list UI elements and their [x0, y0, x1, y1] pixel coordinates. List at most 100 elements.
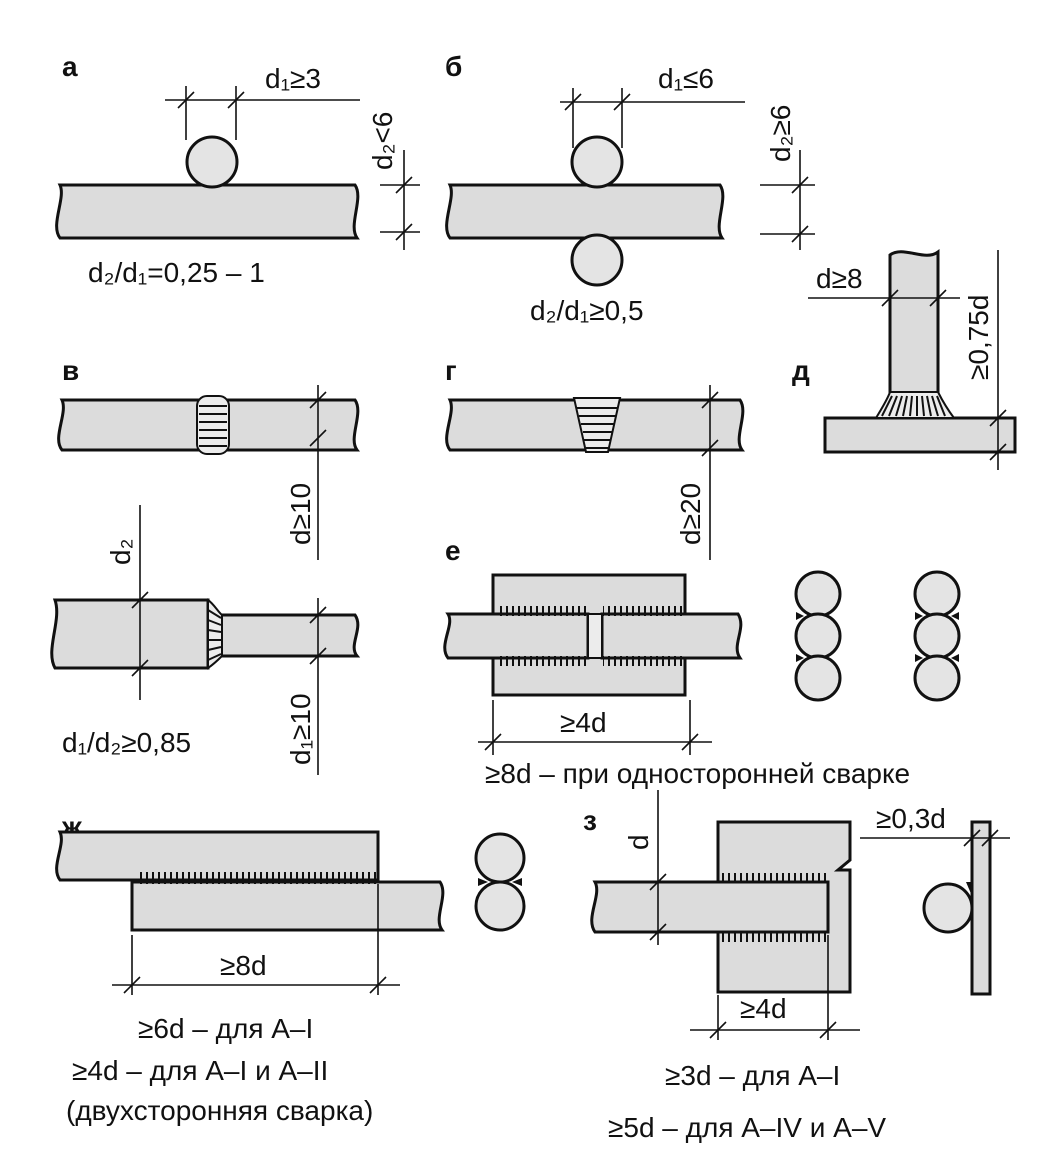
panel-z-section-bar — [922, 882, 974, 934]
panel-a-side-tick-1 — [395, 176, 413, 194]
panel-b-tick-1 — [564, 93, 582, 111]
panel-a-formula: d₂/d₁=0,25 – 1 — [88, 257, 265, 288]
panel-b-dim-side: d₂≥6 — [765, 105, 796, 162]
panel-b-dim-top: d₁≤6 — [658, 63, 714, 94]
panel-z-tick-1 — [709, 1021, 727, 1039]
panel-z-dim-gap: ≥0,3d — [876, 803, 946, 834]
panel-b-formula: d₂/d₁≥0,5 — [530, 295, 644, 326]
panel-zh-weld — [136, 872, 376, 884]
panel-z-weld-top — [722, 873, 826, 883]
panel-v2-d2-tick-2 — [131, 659, 149, 677]
panel-v2-large-bar — [50, 598, 210, 670]
panel-z-d-tick-2 — [649, 923, 667, 941]
panel-a-side-tick-2 — [395, 223, 413, 241]
panel-z-section-weld — [966, 882, 972, 896]
panel-g: г d≥20 — [445, 355, 745, 560]
panel-d-letter: д — [792, 355, 810, 386]
panel-e-letter: е — [445, 535, 461, 566]
panel-b-bar — [445, 183, 725, 240]
panel-a: а d₁≥3 d₂<6 d₂/d₁=0,25 – 1 — [55, 51, 420, 288]
panel-z-section-plate — [970, 820, 992, 996]
panel-d-dim-side: ≥0,75d — [963, 295, 994, 380]
panel-g-dim-side: d≥20 — [675, 483, 706, 545]
panel-v-dim-side: d≥10 — [285, 483, 316, 545]
panel-a-bar — [55, 183, 360, 240]
panel-v2-dim-d2: d₂ — [105, 539, 136, 565]
panel-z-bar — [590, 880, 830, 934]
panel-v2: d₂ d₁≥10 d₁/d₂≥0,85 — [50, 505, 361, 775]
panel-z-note-2: ≥5d – для А–IV и А–V — [608, 1112, 886, 1143]
panel-b-tick-2 — [613, 93, 631, 111]
panel-e-weld-bottom-right — [603, 656, 683, 666]
panel-g-letter: г — [445, 355, 457, 386]
panel-a-tick-2 — [227, 91, 245, 109]
panel-d-side-tick-1 — [989, 409, 1007, 427]
panel-v-side-tick-2 — [309, 429, 327, 447]
panel-e-dim-len: ≥4d — [560, 707, 607, 738]
panel-a-letter: а — [62, 51, 78, 82]
panel-e: е ≥4d ≥8d – при односторонней сварке — [443, 535, 961, 789]
panel-d-vertical-bar — [888, 248, 940, 397]
panel-b: б d₁≤6 d₂≥6 d₂/d₁≥0,5 — [445, 51, 815, 326]
panel-d: д d≥8 ≥0,75d — [792, 248, 1017, 470]
panel-b-side-tick-2 — [791, 225, 809, 243]
panel-v2-formula: d₁/d₂≥0,85 — [62, 727, 191, 758]
panel-d-weld-hatch — [881, 395, 946, 417]
panel-e-tick-2 — [681, 733, 699, 751]
panel-e-tick-1 — [484, 733, 502, 751]
panel-z-tick-2 — [819, 1021, 837, 1039]
panel-e-weld-top-right — [603, 606, 683, 616]
panel-d-tick-2 — [929, 289, 947, 307]
panel-e-bar-left — [443, 612, 590, 660]
panel-e-note: ≥8d – при односторонней сварке — [485, 758, 910, 789]
panel-a-round-bar — [185, 135, 239, 189]
panel-e-weld-top-left — [497, 606, 587, 616]
panel-e-gap-weld — [587, 613, 603, 659]
panel-v2-side-tick-1 — [309, 606, 327, 624]
panel-zh-section — [474, 832, 526, 932]
panel-z-d-tick-1 — [649, 873, 667, 891]
panel-v2-d2-tick-1 — [131, 591, 149, 609]
panel-d-side-tick-2 — [989, 443, 1007, 461]
panel-v2-dim-side: d₁≥10 — [285, 693, 316, 765]
panel-zh-note-1: ≥6d – для А–I — [138, 1013, 313, 1044]
panel-g-side-tick-1 — [701, 391, 719, 409]
panel-d-tick-1 — [881, 289, 899, 307]
panel-a-tick-1 — [177, 91, 195, 109]
panel-e-section-two-side — [913, 570, 961, 702]
panel-e-weld-bottom-left — [497, 656, 587, 666]
panel-z-dim-len: ≥4d — [740, 993, 787, 1024]
panel-z-weld-bottom — [722, 932, 826, 942]
panel-e-section-one-side — [794, 570, 842, 702]
panel-v: в d≥10 — [57, 355, 360, 560]
panel-a-dim-side: d₂<6 — [367, 112, 398, 170]
panel-a-dim-top: d₁≥3 — [265, 63, 321, 94]
panel-zh-note-3: (двухсторонняя сварка) — [66, 1095, 373, 1126]
panel-zh-dim-len: ≥8d — [220, 950, 267, 981]
panel-v2-small-bar — [218, 613, 361, 658]
panel-z-gap-tick-2 — [981, 829, 999, 847]
panel-d-dim-top: d≥8 — [816, 263, 863, 294]
panel-e-bar-right — [600, 612, 743, 660]
panel-z-gap-tick-1 — [963, 829, 981, 847]
panel-b-letter: б — [445, 51, 462, 82]
panel-v2-side-tick-2 — [309, 647, 327, 665]
panel-zh-note-2: ≥4d – для А–I и А–II — [72, 1055, 328, 1086]
panel-zh-tick-2 — [369, 976, 387, 994]
panel-v-weld-hatch — [199, 405, 227, 447]
panel-b-round-bar-top — [570, 135, 624, 189]
panel-zh: ж ≥8d ≥6d – для А–I ≥4d – для А–I и А–II… — [55, 811, 526, 1126]
panel-v-side-tick-1 — [309, 391, 327, 409]
panel-v-letter: в — [62, 355, 79, 386]
panel-zh-bar-bottom — [130, 880, 445, 932]
panel-v2-weld-hatch — [207, 609, 222, 661]
panel-z-note-1: ≥3d – для А–I — [665, 1060, 840, 1091]
panel-z: з d ≥4d ≥3d – для А–I ≥5d – для А–IV и А… — [583, 790, 1010, 1143]
panel-b-side-tick-1 — [791, 176, 809, 194]
panel-z-letter: з — [583, 805, 597, 836]
panel-z-dim-d: d — [623, 834, 654, 850]
panel-g-side-tick-2 — [701, 439, 719, 457]
panel-d-plate — [823, 416, 1017, 454]
